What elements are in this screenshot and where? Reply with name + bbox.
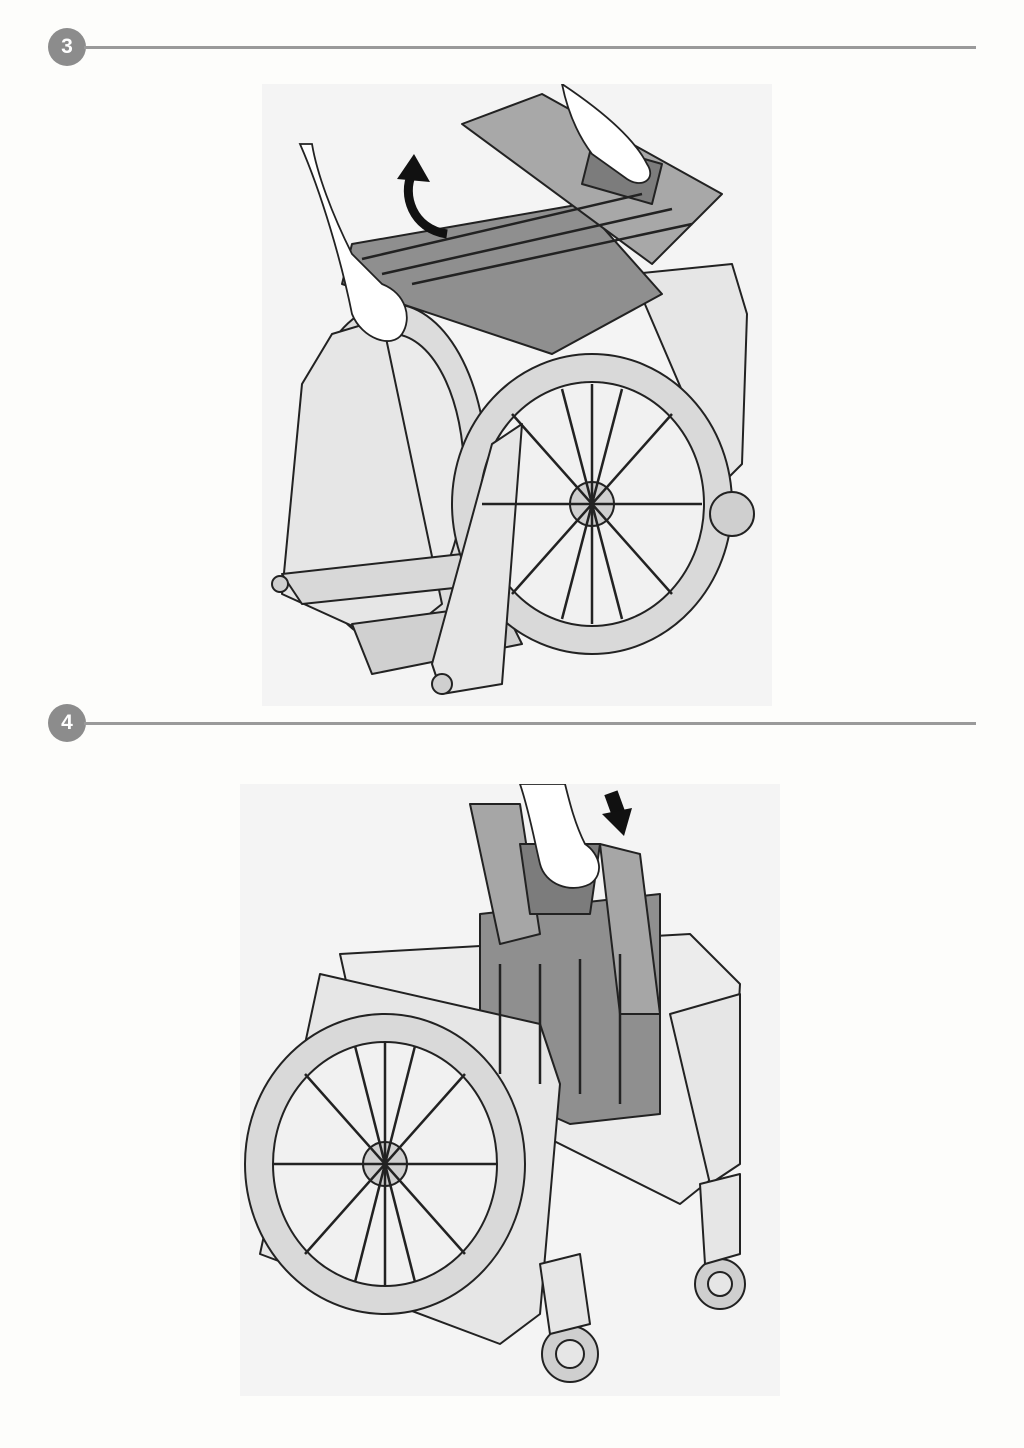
step-4-illustration xyxy=(240,784,780,1396)
step-3-badge: 3 xyxy=(48,28,86,66)
wheelchair-seat-insertion-drawing xyxy=(240,784,780,1396)
step-3-header: 3 xyxy=(48,28,976,68)
step-4-badge: 4 xyxy=(48,704,86,742)
curved-arrow-up-icon xyxy=(397,154,448,239)
step-4-number: 4 xyxy=(61,711,73,734)
step-4-header: 4 xyxy=(48,704,976,744)
step-3-illustration xyxy=(262,84,772,706)
step-3-divider xyxy=(84,46,976,49)
wheelchair-seat-removal-drawing xyxy=(262,84,772,706)
arrow-down-icon xyxy=(602,790,632,836)
step-3-number: 3 xyxy=(61,35,73,58)
step-4-divider xyxy=(84,722,976,725)
